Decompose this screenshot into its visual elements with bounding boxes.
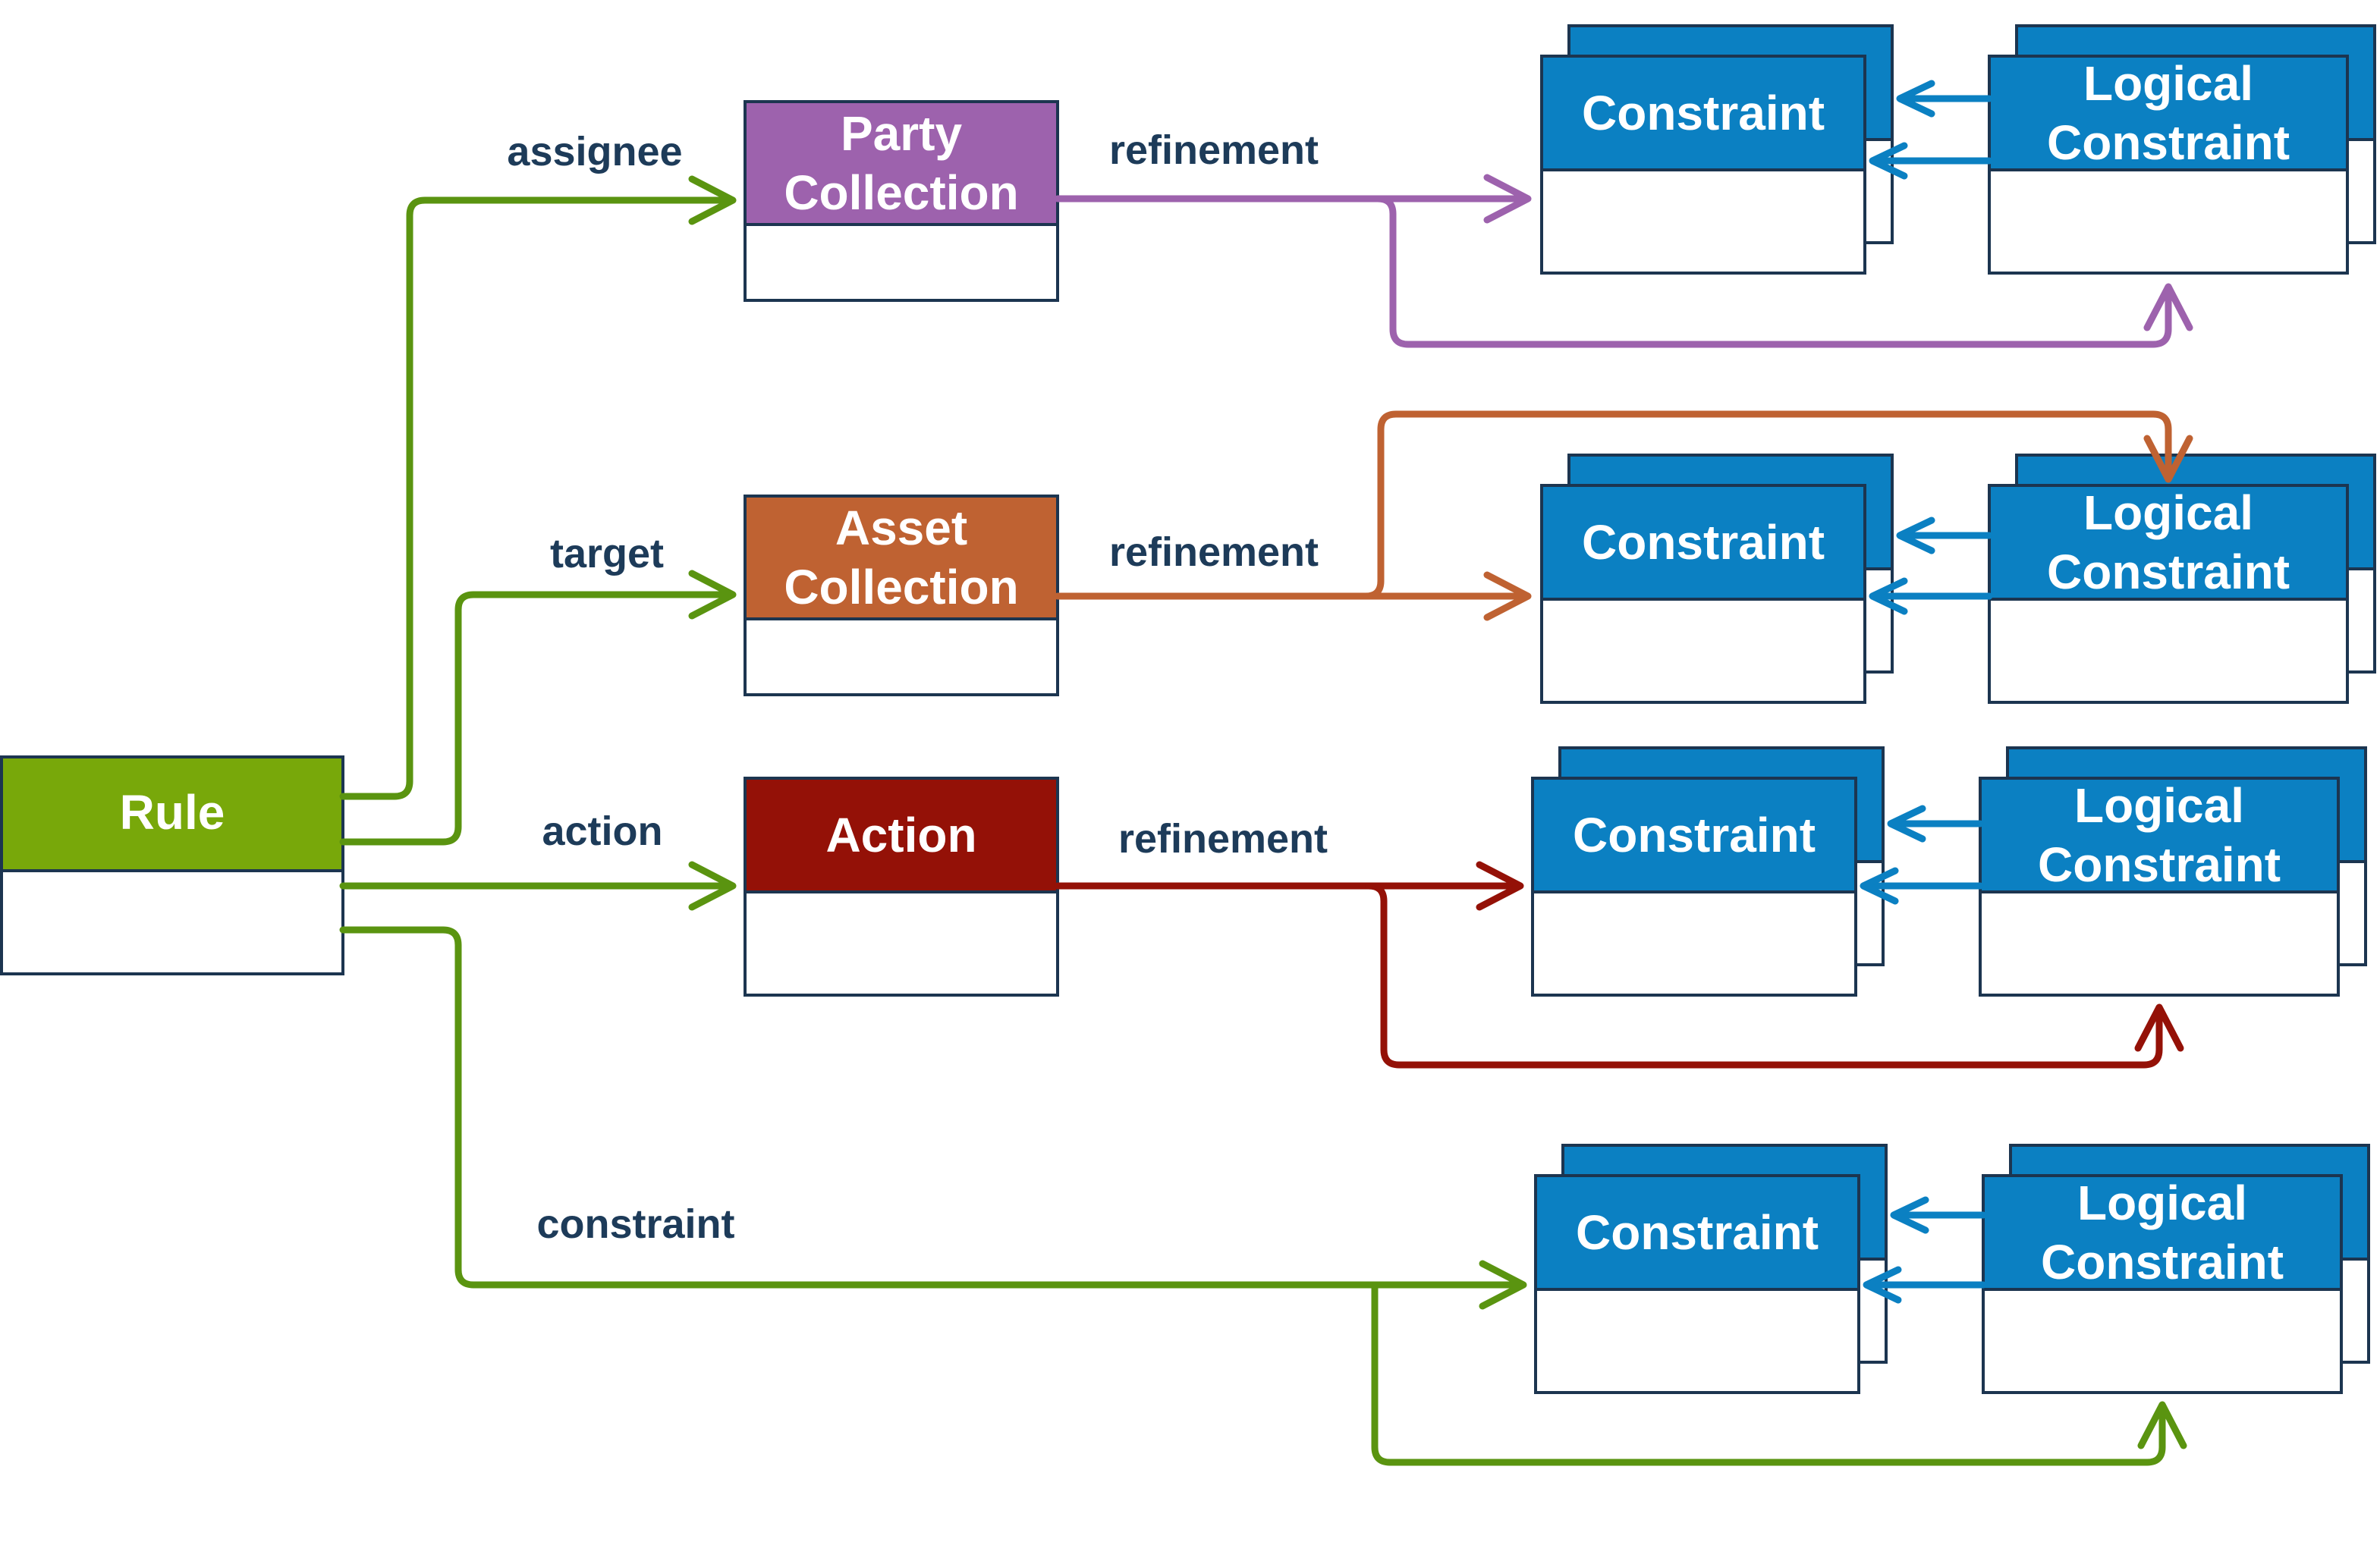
party-refinement-logical-arrowhead	[2143, 283, 2193, 331]
target-arrowhead	[688, 570, 737, 620]
rule-node[interactable]: Rule	[0, 755, 344, 975]
logical-constraint-header	[1982, 1174, 2343, 1291]
constraint-title: Constraint	[1576, 1205, 1819, 1260]
constraint-header	[1531, 777, 1857, 893]
constraint-logical-edge[interactable]	[1371, 1281, 2166, 1466]
party-collection-title-line1: Party	[841, 106, 963, 161]
asset-collection-node[interactable]: Asset Collection	[744, 495, 1059, 696]
party-refinement-arrowhead	[1483, 174, 1532, 224]
logical-constraint-title-line1: Logical	[2074, 778, 2244, 833]
party-collection-node[interactable]: Party Collection	[744, 100, 1059, 302]
logical-constraint-header	[1988, 484, 2349, 601]
asset-collection-title-line2: Collection	[784, 560, 1018, 614]
constraint-title: Constraint	[1582, 86, 1825, 140]
asset-refinement-edges	[1054, 410, 2193, 621]
party-refinement-logical-edge[interactable]	[1374, 195, 2172, 348]
logical-operand-arrowhead	[1896, 517, 1935, 554]
logical-constraint-node[interactable]: Logical Constraint	[1988, 24, 2376, 275]
logical-constraint-node[interactable]: Logical Constraint	[1982, 1144, 2370, 1394]
logical-constraint-title-line1: Logical	[2083, 485, 2253, 540]
action-refinement-logical-arrowhead	[2134, 1003, 2184, 1052]
asset-collection-title-line1: Asset	[835, 501, 967, 555]
logical-constraint-title-line2: Constraint	[2047, 545, 2290, 599]
action-label: action	[542, 809, 662, 854]
logical-constraint-title-line2: Constraint	[2047, 115, 2290, 170]
logical-constraint-title-line1: Logical	[2077, 1176, 2247, 1230]
logical-operand-arrowhead	[1863, 1266, 1902, 1304]
logical-constraint-title-line2: Constraint	[2038, 837, 2281, 892]
constraint-title: Constraint	[1573, 808, 1816, 862]
asset-refinement-arrowhead	[1483, 571, 1532, 621]
assignee-arrowhead	[688, 175, 737, 225]
party-refinement-label: refinement	[1109, 127, 1319, 173]
constraint-logical-arrowhead	[2137, 1401, 2187, 1449]
action-arrowhead	[688, 861, 737, 911]
logical-to-constraint-edges	[1860, 80, 1993, 1304]
constraint-node[interactable]: Constraint	[1531, 746, 1885, 997]
assignee-label: assignee	[507, 129, 682, 174]
logical-operand-arrowhead	[1896, 80, 1935, 118]
logical-operand-arrowhead	[1887, 805, 1926, 843]
constraint-edge[interactable]	[339, 926, 1524, 1289]
asset-refinement-label: refinement	[1109, 529, 1319, 575]
logical-constraint-node[interactable]: Logical Constraint	[1979, 746, 2367, 997]
logical-operand-arrowhead	[1869, 142, 1908, 180]
logical-constraint-title-line1: Logical	[2083, 56, 2253, 111]
constraint-arrowhead	[1479, 1260, 1527, 1310]
assignee-edge[interactable]	[339, 196, 734, 800]
rule-edges	[339, 175, 2187, 1466]
target-edge[interactable]	[339, 591, 734, 846]
rule-header	[0, 755, 344, 872]
party-refinement-edges	[1054, 174, 2193, 348]
logical-constraint-header	[1988, 55, 2349, 171]
rule-title: Rule	[120, 785, 225, 840]
constraint-group-party: Constraint Logical Constraint	[1540, 24, 2376, 275]
action-title: Action	[825, 808, 976, 862]
party-collection-title-line2: Collection	[784, 165, 1018, 220]
constraint-group-asset: Constraint Logical Constraint	[1540, 454, 2376, 704]
asset-refinement-logical-arrowhead	[2143, 435, 2193, 483]
logical-operand-arrowhead	[1890, 1196, 1929, 1234]
constraint-header	[1534, 1174, 1860, 1291]
action-refinement-edges	[1054, 861, 2184, 1069]
constraint-node[interactable]: Constraint	[1540, 24, 1894, 275]
logical-operand-arrowhead	[1860, 867, 1899, 905]
action-header	[744, 777, 1059, 893]
logical-constraint-node[interactable]: Logical Constraint	[1988, 454, 2376, 704]
constraint-group-action: Constraint Logical Constraint	[1531, 746, 2367, 997]
asset-refinement-logical-edge[interactable]	[1362, 410, 2172, 600]
constraint-label: constraint	[536, 1201, 734, 1247]
constraint-group-rule: Constraint Logical Constraint	[1534, 1144, 2370, 1394]
constraint-node[interactable]: Constraint	[1540, 454, 1894, 704]
logical-constraint-title-line2: Constraint	[2041, 1235, 2284, 1289]
action-refinement-arrowhead	[1476, 861, 1524, 911]
constraint-header	[1540, 484, 1866, 601]
logical-operand-arrowhead	[1869, 577, 1908, 615]
edge-labels: assignee target action constraint refine…	[507, 127, 1328, 1247]
constraint-header	[1540, 55, 1866, 171]
action-refinement-logical-edge[interactable]	[1365, 882, 2163, 1069]
action-node[interactable]: Action	[744, 777, 1059, 997]
target-label: target	[550, 531, 664, 576]
asset-collection-header	[744, 495, 1059, 620]
logical-constraint-header	[1979, 777, 2340, 893]
party-collection-header	[744, 100, 1059, 226]
constraint-node[interactable]: Constraint	[1534, 1144, 1888, 1394]
constraint-title: Constraint	[1582, 515, 1825, 570]
action-refinement-label: refinement	[1118, 816, 1328, 862]
